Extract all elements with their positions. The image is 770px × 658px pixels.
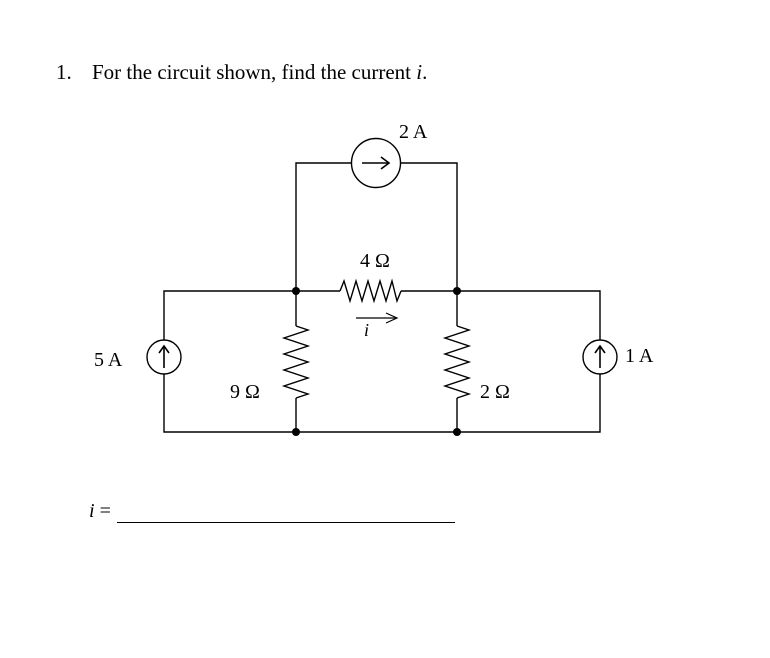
resistor-2ohm xyxy=(442,325,472,399)
wire-right-top xyxy=(457,290,601,340)
problem-number: 1. xyxy=(56,60,72,84)
label-2ohm: 2 Ω xyxy=(480,381,510,403)
label-4ohm: 4 Ω xyxy=(360,250,390,272)
problem-text: For the circuit shown, find the current xyxy=(92,60,417,84)
junction-dot xyxy=(453,287,461,295)
arrow-up-icon xyxy=(158,344,170,368)
wire-top-loop xyxy=(295,162,352,291)
wire-left-bottom xyxy=(163,374,296,433)
wire-left-top xyxy=(163,290,296,340)
label-2a: 2 A xyxy=(399,121,428,143)
wire-right-bottom xyxy=(457,374,601,433)
arrow-right-icon xyxy=(362,156,391,170)
current-arrow-icon xyxy=(356,312,399,324)
label-1a: 1 A xyxy=(625,345,654,367)
label-5a: 5 A xyxy=(94,349,123,371)
problem-statement: 1. For the circuit shown, find the curren… xyxy=(56,60,427,85)
label-current-i: i xyxy=(364,320,369,340)
resistor-9ohm xyxy=(281,325,311,399)
answer-equals: = xyxy=(94,500,111,522)
answer-variable: i xyxy=(89,500,95,522)
wire-top-loop-right xyxy=(401,162,458,291)
source-1a-circle xyxy=(582,339,618,375)
source-2a-circle xyxy=(350,137,402,189)
junction-dot xyxy=(453,428,461,436)
problem-variable: i xyxy=(416,60,423,84)
resistor-4ohm xyxy=(339,278,402,304)
label-9ohm: 9 Ω xyxy=(230,381,260,403)
arrow-up-icon xyxy=(594,344,606,368)
answer-blank[interactable] xyxy=(116,504,455,523)
junction-dot xyxy=(292,287,300,295)
junction-dot xyxy=(292,428,300,436)
problem-period: . xyxy=(422,60,428,84)
answer-line: i = xyxy=(89,500,455,523)
source-5a-circle xyxy=(146,339,182,375)
